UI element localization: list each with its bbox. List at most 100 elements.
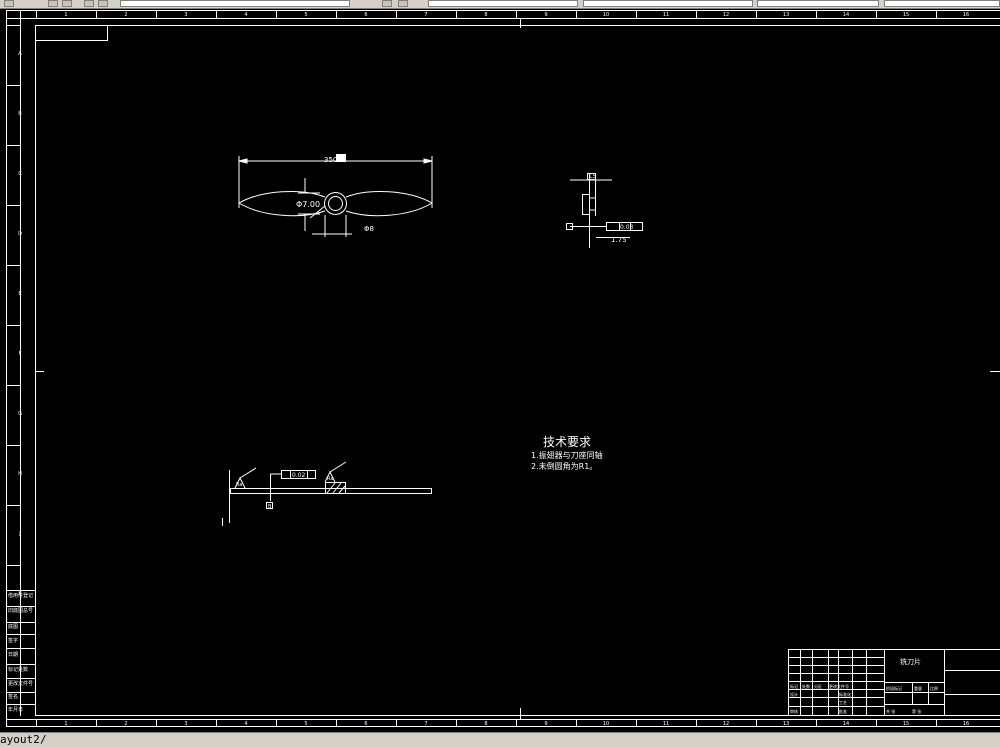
thickness-label: 1.75: [611, 236, 627, 244]
column-label: 6: [364, 12, 367, 18]
column-label: 2: [124, 12, 127, 18]
column-label: 4: [244, 721, 247, 727]
tb-cell-14: 比例: [930, 685, 938, 691]
side-top-dim-label: L5: [589, 173, 596, 180]
left-block-entry-6: 标记处数: [8, 666, 28, 673]
column-label: 13: [783, 12, 789, 18]
column-label: 3: [184, 721, 187, 727]
column-label: 15: [903, 721, 909, 727]
refresh-icon[interactable]: [84, 0, 94, 7]
layer-state-icon[interactable]: [62, 0, 72, 7]
column-label: 16: [963, 12, 969, 18]
tech-req-item-2: 2.未倒圆角为R1。: [531, 461, 597, 471]
roughness-label-2: Ra: [327, 476, 333, 482]
top-view: [239, 156, 432, 237]
left-block-entry-9: 年月日: [8, 706, 23, 713]
row-label: D: [18, 231, 22, 237]
left-block-entry-3: 底图: [8, 623, 18, 630]
tb-cell-7: 设计: [790, 691, 798, 697]
linetype-combo[interactable]: [583, 0, 753, 7]
column-label: 11: [663, 721, 669, 727]
row-label: E: [18, 291, 21, 297]
row-label: B: [18, 111, 22, 117]
column-label: 12: [723, 721, 729, 727]
row-label: C: [18, 171, 22, 177]
side-hub: [583, 195, 590, 215]
column-label: 6: [364, 721, 367, 727]
tb-cell-11: 批准: [839, 708, 847, 714]
layer-manager-icon[interactable]: [48, 0, 58, 7]
layout-tab[interactable]: ayout2: [0, 733, 40, 746]
tb-cell-2: 处数: [802, 683, 810, 689]
row-label: F: [19, 351, 22, 357]
tb-cell-12: 阶段标记: [886, 685, 902, 691]
column-label: 5: [304, 12, 307, 18]
left-block-entry-2: 旧底图总号: [8, 607, 33, 614]
layer-icon[interactable]: [4, 0, 14, 7]
settings-icon[interactable]: [98, 0, 108, 7]
tb-cell-16: 第 张: [912, 708, 921, 714]
title-block-part-name: 铣刀片: [900, 657, 921, 666]
corner-stamp: [36, 26, 108, 41]
tech-req-item-1: 1.振翅器与刀座同轴: [531, 450, 603, 460]
column-label: 9: [544, 12, 547, 18]
column-label: 15: [903, 12, 909, 18]
tb-cell-4: 更改文件号: [829, 683, 849, 689]
tb-cell-1: 标记: [790, 683, 798, 689]
length-label: 350: [324, 156, 337, 164]
column-label: 13: [783, 721, 789, 727]
column-label: 2: [124, 721, 127, 727]
hub-diameter-label: Φ8: [364, 225, 374, 233]
side-tolerance-label: 0.03: [620, 224, 634, 231]
bottom-view: [223, 462, 432, 526]
column-label: 8: [484, 12, 487, 18]
bore-circle: [329, 197, 343, 211]
left-block-entry-1: 借用件登记: [8, 592, 33, 599]
left-block-entry-8: 签名: [8, 693, 18, 700]
tb-cell-8: 标准化: [839, 691, 851, 697]
left-block-entry-4: 签字: [8, 637, 18, 644]
tb-cell-15: 共 张: [886, 708, 895, 714]
row-label: H: [18, 471, 22, 477]
column-label: 10: [603, 12, 609, 18]
lineweight-combo[interactable]: [757, 0, 879, 7]
tech-req-title: 技术要求: [543, 435, 591, 449]
color-combo[interactable]: [428, 0, 578, 7]
column-label: 5: [304, 721, 307, 727]
blade-right: [346, 191, 432, 215]
side-view: [567, 173, 643, 248]
column-label: 11: [663, 12, 669, 18]
column-label: 14: [843, 721, 849, 727]
layer-prev-icon[interactable]: [382, 0, 392, 7]
plotstyle-combo[interactable]: [884, 0, 1000, 7]
title-block: [789, 650, 1000, 717]
hatch-3: [339, 486, 345, 493]
column-label: 14: [843, 12, 849, 18]
tab-separator: /: [40, 733, 47, 746]
datum-label: B: [268, 504, 272, 510]
hole-diameter-label: Φ7.00: [296, 200, 320, 209]
column-label: 8: [484, 721, 487, 727]
text-cursor-box: [336, 154, 346, 162]
tb-cell-13: 重量: [914, 685, 922, 691]
arrow-right: [424, 159, 432, 163]
column-label: 3: [184, 12, 187, 18]
layer-next-icon[interactable]: [398, 0, 408, 7]
inner-border: [36, 26, 1000, 716]
arrow-left: [239, 159, 247, 163]
column-label: 4: [244, 12, 247, 18]
layer-combo[interactable]: [120, 0, 350, 7]
left-block-entry-5: 日期: [8, 652, 18, 658]
column-label: 12: [723, 12, 729, 18]
roughness-label-1: Ra: [236, 482, 242, 488]
outer-border: [7, 11, 1000, 727]
tb-cell-9: 审核: [790, 708, 798, 714]
row-label: J: [18, 531, 20, 537]
column-label: 9: [544, 721, 547, 727]
tb-cell-3: 分区: [814, 683, 822, 689]
left-block-entry-7: 更改文件号: [8, 680, 33, 687]
